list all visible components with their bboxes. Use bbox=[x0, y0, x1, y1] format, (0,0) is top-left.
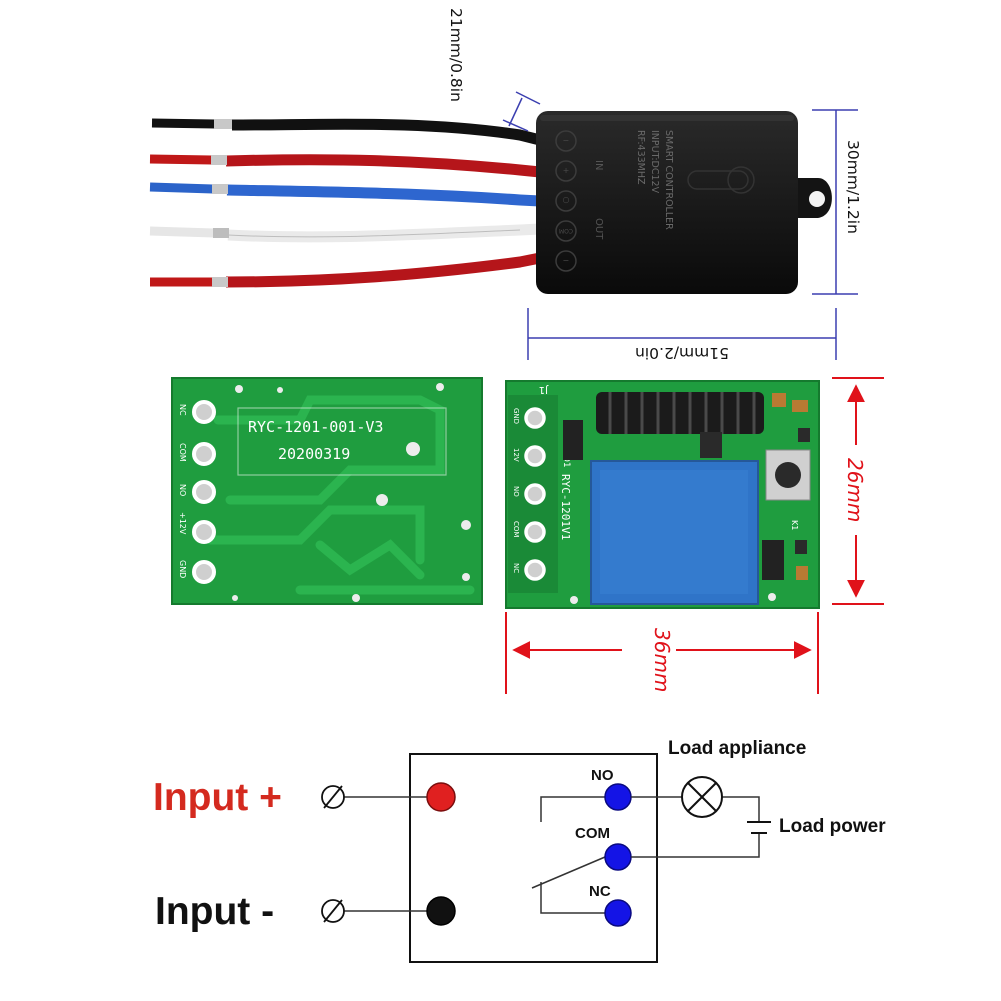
load-appliance-label: Load appliance bbox=[668, 738, 806, 759]
dimension-height-label: 30mm/1.2in bbox=[844, 140, 862, 234]
pcb-front-pin-label: 12V bbox=[512, 448, 520, 462]
smd-part bbox=[792, 400, 808, 412]
module-label-line: SMART CONTROLLER bbox=[663, 130, 674, 230]
module-housing bbox=[536, 111, 798, 294]
dimension-height bbox=[812, 109, 858, 295]
module-label-line: RF:433MHZ bbox=[635, 130, 646, 185]
mounting-hole bbox=[809, 191, 825, 207]
load-circuit-lines bbox=[631, 796, 760, 858]
terminal-mark: ○ bbox=[562, 196, 569, 205]
pcb-back-date: 20200319 bbox=[278, 445, 350, 463]
wire-black bbox=[151, 118, 542, 146]
pcb-back-pin-label: NC bbox=[178, 404, 187, 416]
pcb-back-pin-label: NO bbox=[178, 484, 187, 496]
pcb-back-traces bbox=[205, 395, 475, 595]
module-logo bbox=[687, 166, 755, 194]
wire-white bbox=[149, 223, 541, 243]
module-print: SMART CONTROLLER INPUT:DC12V RF:433MHZ bbox=[635, 130, 674, 230]
module-terminal-marks: − + ○ COM − bbox=[559, 136, 573, 265]
smd-part bbox=[796, 566, 808, 580]
nc-label: NC bbox=[589, 883, 611, 900]
terminal-mark: − bbox=[563, 136, 570, 145]
screw-terminal-icon bbox=[321, 785, 345, 809]
wire-red-1 bbox=[149, 154, 541, 178]
pcb-front-pin-label: COM bbox=[512, 521, 520, 537]
pcb-back-pin-label: COM bbox=[178, 443, 187, 462]
com-terminal bbox=[604, 843, 632, 871]
terminal-mark: COM bbox=[559, 227, 573, 234]
dimension-thickness-label: 21mm/0.8in bbox=[447, 8, 465, 102]
com-label: COM bbox=[575, 825, 610, 842]
pcb-front-model: RYC-1201V1 bbox=[559, 474, 572, 540]
input-plus-label: Input + bbox=[153, 776, 282, 819]
wire-blue bbox=[149, 182, 541, 207]
pcb-front-part-label: K1 bbox=[790, 520, 799, 530]
dimension-pcb-width bbox=[505, 612, 819, 694]
wire-bundle bbox=[149, 118, 542, 288]
no-label: NO bbox=[591, 767, 614, 784]
in-label: IN bbox=[593, 160, 604, 170]
ic-chip bbox=[563, 420, 583, 460]
dimension-thickness bbox=[502, 91, 541, 132]
pcb-front-pads bbox=[524, 407, 546, 581]
pcb-front-part-label: D1 bbox=[561, 455, 571, 468]
power-source-icon bbox=[747, 821, 771, 834]
terminal-mark: + bbox=[563, 166, 570, 175]
crystal bbox=[700, 432, 722, 458]
smd-part bbox=[798, 428, 810, 442]
module-label-line: INPUT:DC12V bbox=[649, 130, 660, 194]
pcb-back-pin-label: GND bbox=[178, 560, 187, 578]
pcb-back-pin-label: +12V bbox=[178, 512, 187, 535]
dimension-pcb-height bbox=[832, 377, 884, 605]
dimension-length-label: 51mm/2.0in bbox=[635, 344, 729, 362]
pcb-front: GND 12V NO COM NC J1 RYC-1201V1 D1 bbox=[505, 380, 820, 609]
pcb-front-pin-label: NC bbox=[512, 563, 520, 573]
pcb-front-pin-label: GND bbox=[512, 408, 520, 424]
wire-red-2 bbox=[150, 252, 542, 288]
dimension-pcb-width-label: 36mm bbox=[650, 628, 674, 692]
pcb-back: RYC-1201-001-V3 20200319 NC COM NO +12V … bbox=[171, 377, 483, 605]
learn-button-cap bbox=[775, 462, 801, 488]
terminal-mark: − bbox=[563, 256, 570, 265]
input-plus-terminal bbox=[426, 782, 456, 812]
antenna-coil bbox=[596, 392, 764, 434]
dimension-length bbox=[527, 308, 837, 360]
controller-module: − + ○ COM − IN OUT SMART CONTROLLER INPU… bbox=[536, 111, 832, 294]
nc-terminal bbox=[604, 899, 632, 927]
module-inout-labels: IN OUT bbox=[593, 160, 604, 240]
pcb-back-pads bbox=[192, 383, 471, 602]
diode bbox=[762, 540, 784, 580]
out-label: OUT bbox=[593, 218, 604, 240]
pcb-front-pin-labels: GND 12V NO COM NC bbox=[512, 408, 520, 573]
module-terminals bbox=[555, 130, 577, 272]
lamp-icon bbox=[681, 776, 723, 818]
load-power-label: Load power bbox=[779, 816, 886, 837]
pcb-front-header-label: J1 bbox=[539, 384, 549, 395]
input-minus-label: Input - bbox=[155, 890, 274, 933]
relay-switch-lines bbox=[531, 796, 618, 914]
input-minus-terminal bbox=[426, 896, 456, 926]
dimension-pcb-height-label: 26mm bbox=[843, 458, 867, 522]
relay-box-outline bbox=[409, 753, 658, 963]
screw-terminal-icon bbox=[321, 899, 345, 923]
wiring-diagram: Input + Input - NO COM NC Load appli bbox=[153, 738, 886, 963]
smd-part bbox=[772, 393, 786, 407]
smd-part bbox=[795, 540, 807, 554]
no-terminal bbox=[604, 783, 632, 811]
pcb-back-model: RYC-1201-001-V3 bbox=[248, 418, 383, 436]
pcb-front-pin-label: NO bbox=[512, 486, 520, 497]
pcb-back-pin-labels: NC COM NO +12V GND bbox=[178, 404, 187, 578]
